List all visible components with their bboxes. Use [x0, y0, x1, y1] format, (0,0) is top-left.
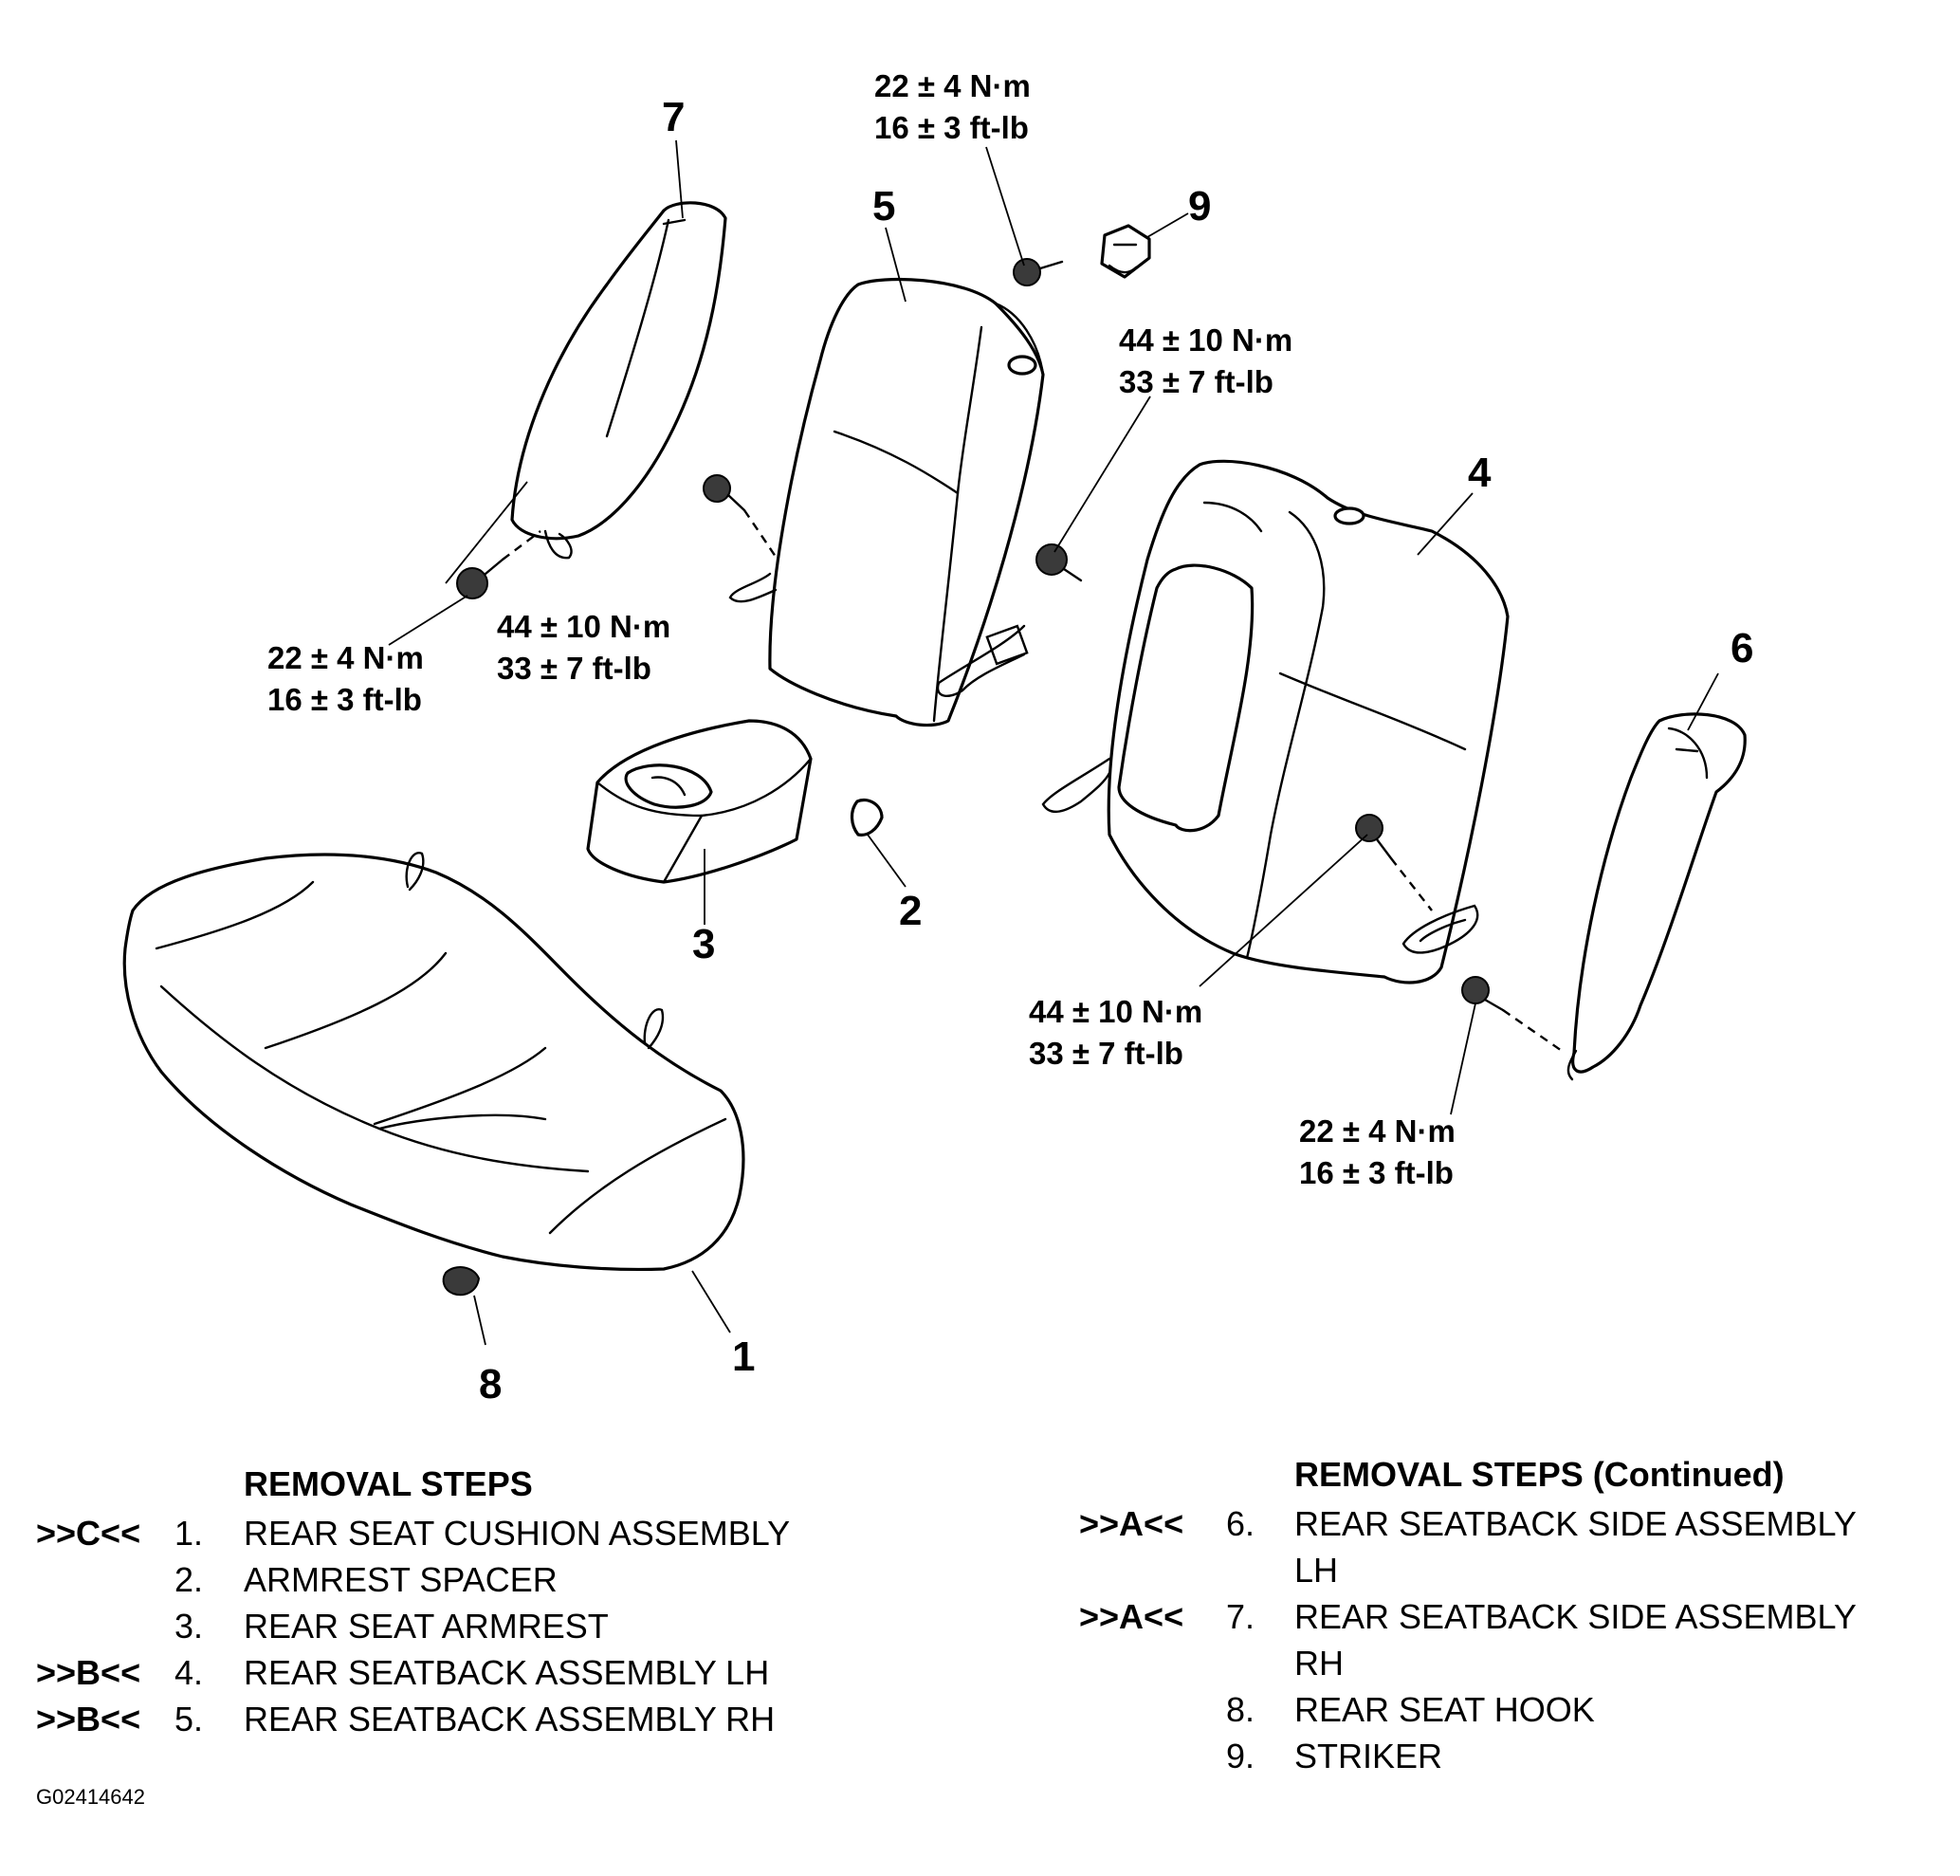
step-number: 1. [174, 1514, 204, 1553]
part-1-seat-cushion [122, 852, 745, 1272]
step-row: 3. REAR SEAT ARMREST [36, 1603, 946, 1649]
removal-steps-heading: REMOVAL STEPS [244, 1464, 533, 1503]
torque-center-nm: 44 ± 10 N·m [497, 609, 670, 644]
step-number: 7. [1226, 1597, 1255, 1636]
step-text: REAR SEATBACK SIDE ASSEMBLY [1294, 1597, 1857, 1636]
figure-id: G02414642 [36, 1785, 145, 1809]
callout-4: 4 [1468, 450, 1492, 496]
step-number: 9. [1226, 1737, 1255, 1775]
torque-far-right-nm: 22 ± 4 N·m [1299, 1113, 1456, 1149]
step-text: ARMREST SPACER [244, 1560, 558, 1599]
bolts [456, 258, 1505, 1012]
step-text: REAR SEAT CUSHION ASSEMBLY [244, 1514, 791, 1553]
part-3-armrest [586, 719, 813, 884]
step-row: >>C<< 1. REAR SEAT CUSHION ASSEMBLY [36, 1510, 946, 1556]
step-text: REAR SEAT HOOK [1294, 1690, 1595, 1729]
attachment-lines [502, 509, 1566, 1054]
part-6-seatback-side-lh [1566, 712, 1747, 1081]
torque-center-ftlb: 33 ± 7 ft-lb [497, 651, 651, 686]
torque-left-lower-ftlb: 16 ± 3 ft-lb [267, 682, 422, 717]
part-4-seatback-lh [1041, 459, 1510, 984]
step-code: >>A<< [1079, 1597, 1184, 1636]
step-number: 6. [1226, 1504, 1255, 1543]
step-row: 2. ARMREST SPACER [36, 1556, 946, 1603]
step-code: >>B<< [36, 1653, 141, 1692]
step-row: >>A<< 7. REAR SEATBACK SIDE ASSEMBLY [1079, 1593, 1951, 1640]
step-text: REAR SEATBACK ASSEMBLY LH [244, 1653, 770, 1692]
torque-top-ftlb: 16 ± 3 ft-lb [874, 110, 1029, 145]
part-9-striker [1100, 224, 1151, 279]
step-number: 4. [174, 1653, 204, 1692]
step-number: 8. [1226, 1690, 1255, 1729]
step-text-continued: RH [1294, 1644, 1344, 1683]
step-code: >>A<< [1079, 1504, 1184, 1543]
step-code: >>C<< [36, 1514, 141, 1553]
callout-1: 1 [732, 1333, 755, 1380]
part-2-armrest-spacer [850, 798, 884, 837]
part-5-seatback-rh [728, 277, 1045, 727]
callout-2: 2 [899, 888, 922, 934]
removal-steps-continued-heading: REMOVAL STEPS (Continued) [1294, 1455, 1785, 1494]
leader-lines [388, 139, 1719, 1346]
torque-right-upper-ftlb: 33 ± 7 ft-lb [1119, 364, 1273, 399]
callout-3: 3 [692, 921, 715, 967]
torque-right-upper-nm: 44 ± 10 N·m [1119, 322, 1292, 358]
step-text: STRIKER [1294, 1737, 1443, 1775]
callout-5: 5 [872, 183, 895, 230]
torque-labels: 22 ± 4 N·m 16 ± 3 ft-lb 44 ± 10 N·m 33 ±… [267, 68, 1456, 1190]
torque-left-lower-nm: 22 ± 4 N·m [267, 640, 424, 675]
step-number: 5. [174, 1700, 204, 1738]
step-number: 3. [174, 1607, 204, 1646]
step-row-continuation: RH [1079, 1640, 1951, 1686]
torque-top-nm: 22 ± 4 N·m [874, 68, 1031, 103]
torque-right-lower-nm: 44 ± 10 N·m [1029, 994, 1202, 1029]
part-7-seatback-side-rh [510, 201, 727, 560]
step-text: REAR SEATBACK ASSEMBLY RH [244, 1700, 776, 1738]
step-row: >>B<< 5. REAR SEATBACK ASSEMBLY RH [36, 1696, 946, 1742]
step-number: 2. [174, 1560, 204, 1599]
callout-8: 8 [479, 1361, 502, 1407]
callout-numbers: 7 5 9 4 6 3 2 1 8 [479, 94, 1753, 1407]
callout-6: 6 [1731, 625, 1753, 671]
step-row-continuation: LH [1079, 1547, 1951, 1593]
part-8-seat-hook [442, 1266, 481, 1297]
torque-far-right-ftlb: 16 ± 3 ft-lb [1299, 1155, 1454, 1190]
removal-steps-left: REMOVAL STEPS >>C<< 1. REAR SEAT CUSHION… [36, 1461, 946, 1742]
step-text: REAR SEATBACK SIDE ASSEMBLY [1294, 1504, 1857, 1543]
step-row: 9. STRIKER [1079, 1733, 1951, 1779]
step-row: >>A<< 6. REAR SEATBACK SIDE ASSEMBLY [1079, 1500, 1951, 1547]
step-row: >>B<< 4. REAR SEATBACK ASSEMBLY LH [36, 1649, 946, 1696]
callout-7: 7 [662, 94, 685, 140]
step-code: >>B<< [36, 1700, 141, 1738]
step-row: 8. REAR SEAT HOOK [1079, 1686, 1951, 1733]
step-text-continued: LH [1294, 1551, 1339, 1590]
torque-right-lower-ftlb: 33 ± 7 ft-lb [1029, 1036, 1183, 1071]
callout-9: 9 [1188, 183, 1211, 230]
removal-steps-right: REMOVAL STEPS (Continued) >>A<< 6. REAR … [1079, 1451, 1951, 1779]
step-text: REAR SEAT ARMREST [244, 1607, 609, 1646]
